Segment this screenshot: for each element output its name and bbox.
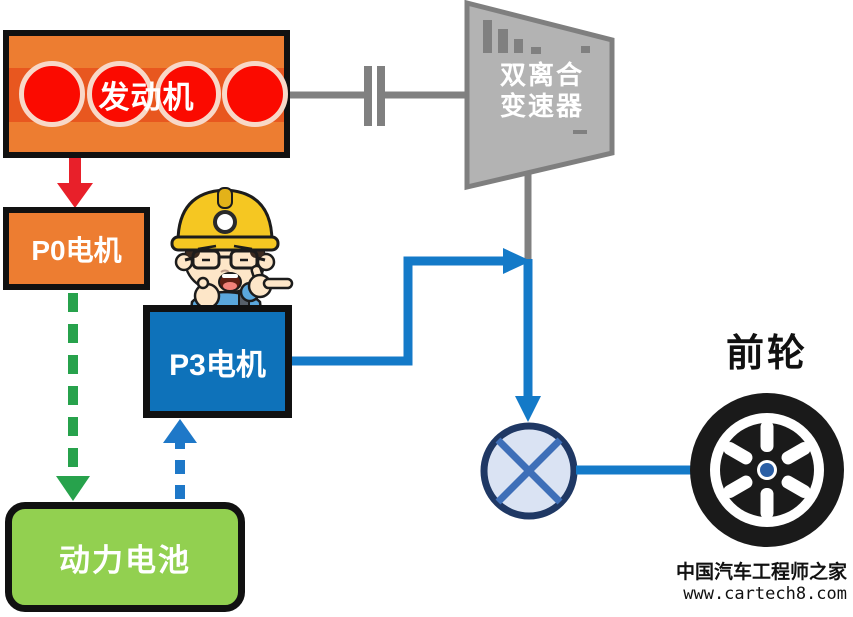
watermark-site-name: 中国汽车工程师之家: [675, 561, 847, 583]
cylinder-icon: [155, 61, 221, 127]
cylinder-icon: [19, 61, 85, 127]
blue-arrow-to-coupling-icon: [515, 259, 541, 422]
green-dashed-arrow-p0-to-battery-icon: [56, 293, 90, 501]
engine-label: 发动机: [98, 79, 195, 115]
transmission-label: 双离合 变速器: [482, 60, 602, 122]
p0-motor-box: P0电机: [3, 207, 150, 290]
watermark-site-url: www.cartech8.com: [683, 584, 847, 604]
p0-motor-label: P0电机: [31, 234, 122, 266]
red-arrow-engine-to-p0-icon: [57, 155, 93, 208]
battery-label: 动力电池: [59, 542, 191, 578]
engine-box: 发动机: [3, 30, 290, 158]
transmission-label-line2: 变速器: [499, 91, 584, 121]
cylinder-icon: [222, 61, 288, 127]
cylinder-icon: [87, 61, 153, 127]
engineer-mascot-icon: [170, 187, 294, 322]
power-coupling-icon: [480, 422, 578, 520]
blue-line-p3-to-driveline: [290, 248, 531, 366]
front-wheel-label-text: 前轮: [725, 333, 808, 375]
front-wheel-label: 前轮: [715, 322, 819, 377]
gearbox-bars-icon: [483, 20, 590, 134]
transmission-label-line1: 双离合: [499, 60, 584, 90]
watermark: 中国汽车工程师之家 www.cartech8.com: [655, 560, 847, 605]
transmission-shape: [464, 0, 615, 191]
p3-motor-box: P3电机: [143, 305, 292, 418]
blue-dashed-arrow-battery-to-p3-icon: [163, 419, 197, 499]
clutch-icon: [290, 66, 467, 126]
wheel-icon: [690, 393, 844, 547]
p3-motor-label: P3电机: [169, 348, 266, 382]
battery-box: 动力电池: [5, 502, 245, 612]
